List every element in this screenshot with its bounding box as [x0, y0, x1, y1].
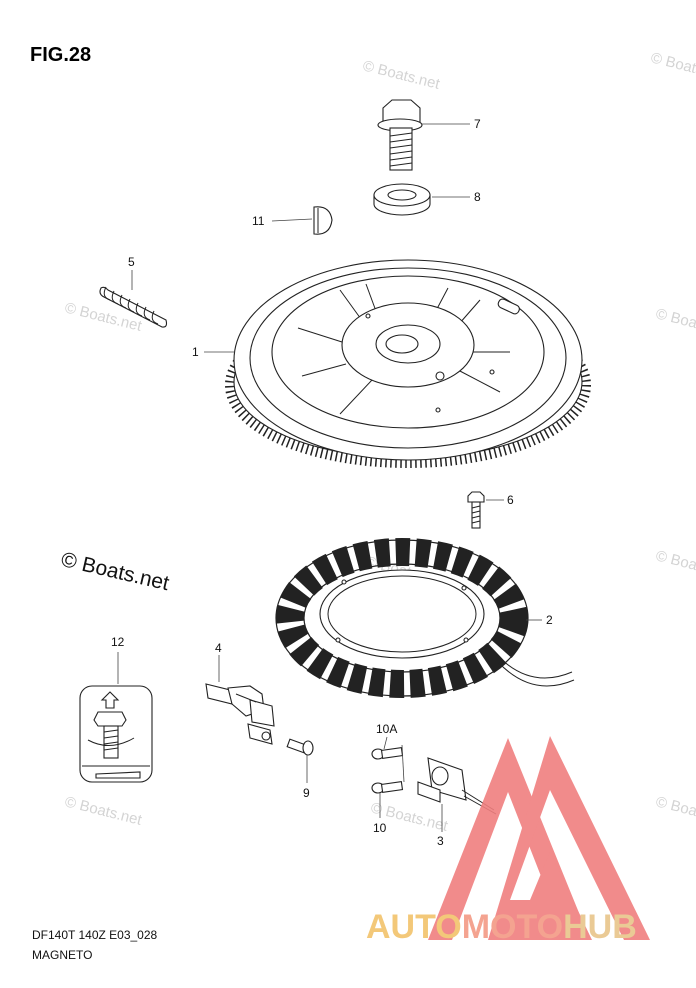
faint-watermark: © Boats.net: [361, 57, 442, 93]
callout-6: 6: [507, 493, 514, 507]
pulser-coil-part-3: [417, 757, 497, 815]
callout-8: 8: [474, 190, 481, 204]
callout-11: 11: [252, 214, 265, 228]
flywheel-part-1: [225, 259, 591, 468]
callout-7: 7: [474, 117, 481, 131]
bolt-part-7: [377, 99, 423, 171]
faint-watermark: © Boats.net: [654, 305, 696, 341]
logo-text-hub: HUB: [563, 908, 637, 946]
figure-code: DF140T 140Z E03_028: [32, 928, 158, 942]
faint-watermark: © Boats.net: [649, 49, 696, 85]
key-part-11: [313, 206, 333, 235]
callout-1: 1: [192, 345, 199, 359]
logo-text: AUTOMOTOHUB: [366, 908, 637, 946]
logo-triangle-right: [488, 736, 650, 940]
figure-name: MAGNETO: [32, 948, 93, 962]
callout-10: 10: [373, 821, 387, 835]
threadlock-icon-part-12: [79, 685, 153, 783]
callout-4: 4: [215, 641, 222, 655]
washer-part-8: [373, 183, 431, 216]
faint-watermark: © Boats.net: [654, 547, 696, 583]
spring-part-5: [99, 286, 168, 328]
faint-watermark: © Boats.net: [63, 793, 144, 829]
faint-watermark: © Boats.net: [654, 793, 696, 829]
callout-9: 9: [303, 786, 310, 800]
stator-part-2: [275, 538, 575, 698]
screw-part-9: [286, 738, 314, 756]
logo-text-moto: MOTO: [462, 908, 563, 946]
callout-12: 12: [111, 635, 125, 649]
callout-3: 3: [437, 834, 444, 848]
logo-text-auto: AUTO: [366, 908, 462, 946]
screw-part-10a: [371, 747, 404, 760]
figure-title: FIG.28: [30, 44, 92, 66]
callout-labels: 1 2 3 4 5 6 7 8 9 10 10A 11 12: [111, 117, 553, 848]
sensor-part-4: [205, 683, 275, 745]
callout-2: 2: [546, 613, 553, 627]
callout-10a: 10A: [376, 722, 397, 736]
screw-part-10: [371, 781, 404, 794]
callout-5: 5: [128, 255, 135, 269]
automotohub-logo: AUTOMOTOHUB: [366, 736, 650, 946]
bolt-part-6: [467, 491, 485, 529]
